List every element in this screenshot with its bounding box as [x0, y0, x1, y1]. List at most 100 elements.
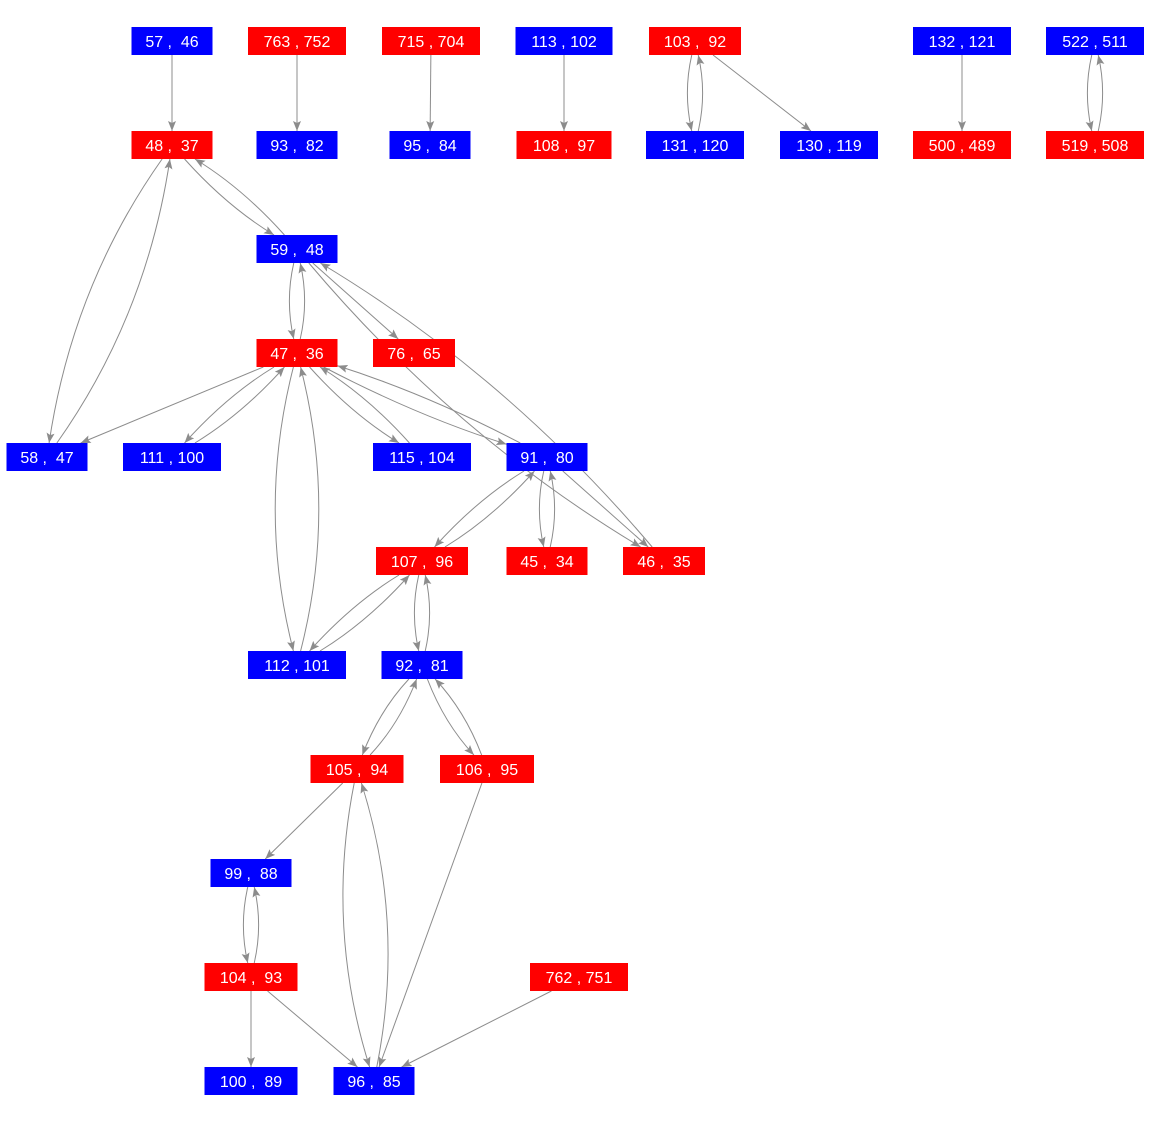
graph-node[interactable]: 115 , 104 [373, 443, 471, 471]
graph-node[interactable]: 106 , 95 [440, 755, 534, 783]
node-box [373, 443, 471, 471]
node-box [780, 131, 878, 159]
node-box [131, 27, 213, 55]
edge-arrow [309, 366, 400, 444]
edge-arrow [434, 678, 483, 756]
graph-node[interactable]: 111 , 100 [123, 443, 221, 471]
graph-node[interactable]: 500 , 489 [913, 131, 1011, 159]
node-label: 103 , 92 [664, 34, 726, 51]
node-label: 104 , 93 [220, 970, 282, 987]
edge-arrow [184, 158, 275, 236]
graph-node[interactable]: 92 , 81 [381, 651, 463, 679]
graph-node[interactable]: 131 , 120 [646, 131, 744, 159]
graph-node[interactable]: 104 , 93 [204, 963, 298, 991]
graph-node[interactable]: 522 , 511 [1046, 27, 1144, 55]
edge-arrow [309, 574, 400, 652]
node-box [333, 1067, 415, 1095]
graph-node[interactable]: 59 , 48 [256, 235, 338, 263]
graph-node[interactable]: 93 , 82 [256, 131, 338, 159]
node-box [913, 27, 1011, 55]
node-box [516, 131, 612, 159]
edge-arrow [562, 470, 649, 548]
edge-arrow [267, 990, 358, 1068]
node-box [373, 339, 455, 367]
node-box [382, 27, 480, 55]
edge-arrow [56, 158, 173, 444]
edge-arrow [299, 366, 320, 652]
edge-arrow [685, 54, 694, 132]
graph-node[interactable]: 99 , 88 [210, 859, 292, 887]
node-label: 45 , 34 [520, 554, 573, 571]
graph-node[interactable]: 108 , 97 [516, 131, 612, 159]
graph-node[interactable]: 96 , 85 [333, 1067, 415, 1095]
node-box [1046, 27, 1144, 55]
node-box [204, 1067, 298, 1095]
node-box [310, 755, 404, 783]
graph-node[interactable]: 762 , 751 [530, 963, 628, 991]
node-label: 715 , 704 [398, 34, 465, 51]
graph-node[interactable]: 57 , 46 [131, 27, 213, 55]
node-box [131, 131, 213, 159]
edge-arrow [537, 470, 546, 548]
edge-layer [46, 54, 1105, 1068]
graph-node[interactable]: 715 , 704 [382, 27, 480, 55]
graph-node[interactable]: 107 , 96 [376, 547, 468, 575]
edge-arrow [80, 366, 264, 444]
node-box [248, 651, 346, 679]
node-label: 111 , 100 [140, 450, 204, 467]
node-label: 107 , 96 [391, 554, 453, 571]
graph-node[interactable]: 105 , 94 [310, 755, 404, 783]
edge-arrow [274, 366, 295, 652]
graph-node[interactable]: 47 , 36 [256, 339, 338, 367]
graph-node[interactable]: 76 , 65 [373, 339, 455, 367]
graph-node[interactable]: 130 , 119 [780, 131, 878, 159]
graph-node[interactable]: 100 , 89 [204, 1067, 298, 1095]
node-label: 58 , 47 [20, 450, 73, 467]
graph-node[interactable]: 763 , 752 [248, 27, 346, 55]
node-label: 113 , 102 [531, 34, 597, 51]
graph-node[interactable]: 91 , 80 [506, 443, 588, 471]
node-label: 130 , 119 [796, 138, 862, 155]
node-label: 105 , 94 [326, 762, 388, 779]
node-box [1046, 131, 1144, 159]
edge-arrow [308, 262, 641, 548]
edge-arrow [252, 886, 261, 964]
graph-node[interactable]: 48 , 37 [131, 131, 213, 159]
graph-node[interactable]: 113 , 102 [515, 27, 613, 55]
edge-arrow [264, 782, 344, 860]
edge-arrow [312, 262, 399, 340]
node-box [256, 235, 338, 263]
node-box [6, 443, 88, 471]
edge-arrow [320, 262, 653, 548]
graph-node[interactable]: 103 , 92 [649, 27, 741, 55]
edge-arrow [361, 678, 410, 756]
node-box [440, 755, 534, 783]
edge-arrow [194, 366, 285, 444]
node-label: 106 , 95 [456, 762, 518, 779]
node-label: 132 , 121 [929, 34, 996, 51]
graph-node[interactable]: 519 , 508 [1046, 131, 1144, 159]
node-label: 763 , 752 [264, 34, 331, 51]
node-box [530, 963, 628, 991]
node-label: 115 , 104 [389, 450, 455, 467]
graph-node[interactable]: 58 , 47 [6, 443, 88, 471]
node-label: 93 , 82 [270, 138, 323, 155]
node-box [204, 963, 298, 991]
edge-arrow [434, 470, 525, 548]
node-box [623, 547, 705, 575]
graph-node[interactable]: 132 , 121 [913, 27, 1011, 55]
node-box [646, 131, 744, 159]
node-box [256, 339, 338, 367]
edge-arrow [712, 54, 812, 132]
graph-node[interactable]: 112 , 101 [248, 651, 346, 679]
edge-arrow [696, 54, 705, 132]
graph-node[interactable]: 45 , 34 [506, 547, 588, 575]
node-label: 519 , 508 [1062, 138, 1129, 155]
node-box [256, 131, 338, 159]
node-box [913, 131, 1011, 159]
node-box [506, 547, 588, 575]
graph-node[interactable]: 46 , 35 [623, 547, 705, 575]
graph-node[interactable]: 95 , 84 [389, 131, 471, 159]
edge-arrow [548, 470, 557, 548]
